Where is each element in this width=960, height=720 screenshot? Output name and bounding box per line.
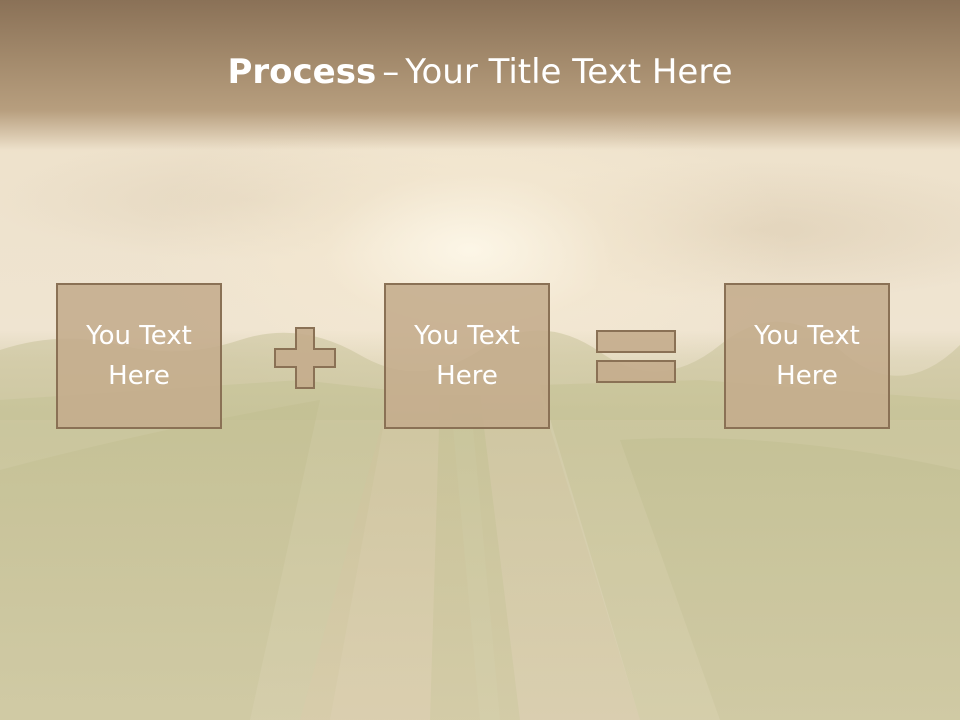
title-bold-text: Process: [227, 52, 377, 92]
equals-icon: [596, 330, 676, 383]
process-step-3-text: You Text Here: [754, 321, 860, 391]
plus-icon: [274, 327, 336, 389]
process-step-1-box[interactable]: You Text Here: [56, 283, 222, 429]
process-step-2-text: You Text Here: [414, 321, 520, 391]
title-rest-text: Your Title Text Here: [405, 52, 733, 92]
slide-title[interactable]: Process–Your Title Text Here: [0, 52, 960, 92]
process-step-1-text: You Text Here: [86, 321, 192, 391]
title-separator: –: [382, 52, 400, 92]
process-step-2-box[interactable]: You Text Here: [384, 283, 550, 429]
title-bar: [0, 0, 960, 150]
process-step-3-box[interactable]: You Text Here: [724, 283, 890, 429]
